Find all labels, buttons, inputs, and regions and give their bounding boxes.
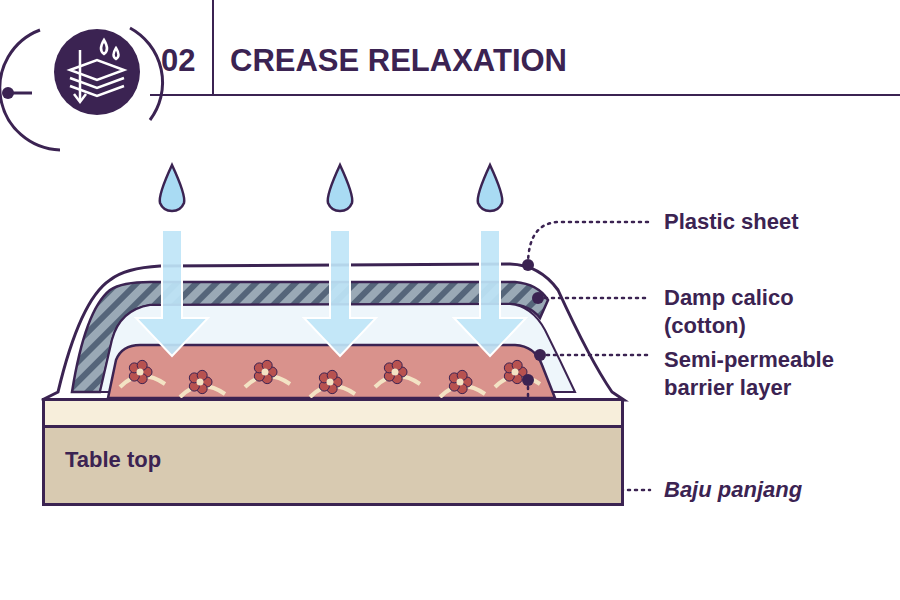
leader-dots (522, 259, 546, 386)
section-number: 02 (161, 42, 207, 80)
header-rule (150, 94, 900, 96)
part-label: Plastic sheet (664, 208, 894, 236)
flower-motif (120, 360, 540, 397)
header-divider (212, 0, 214, 95)
icon-circle (54, 29, 140, 115)
part-label: Damp calico (cotton) (664, 284, 849, 340)
header-arc (0, 30, 60, 150)
node-text: Table top (65, 446, 161, 474)
part-label: Semi-permeable barrier layer (664, 346, 879, 402)
table-top: Table top (42, 398, 624, 506)
icon-layers (70, 40, 124, 102)
part-label: Baju panjang (664, 476, 894, 504)
title: CREASE RELAXATION (230, 42, 567, 80)
header-line (8, 92, 32, 95)
moisture-arrows (136, 165, 526, 356)
